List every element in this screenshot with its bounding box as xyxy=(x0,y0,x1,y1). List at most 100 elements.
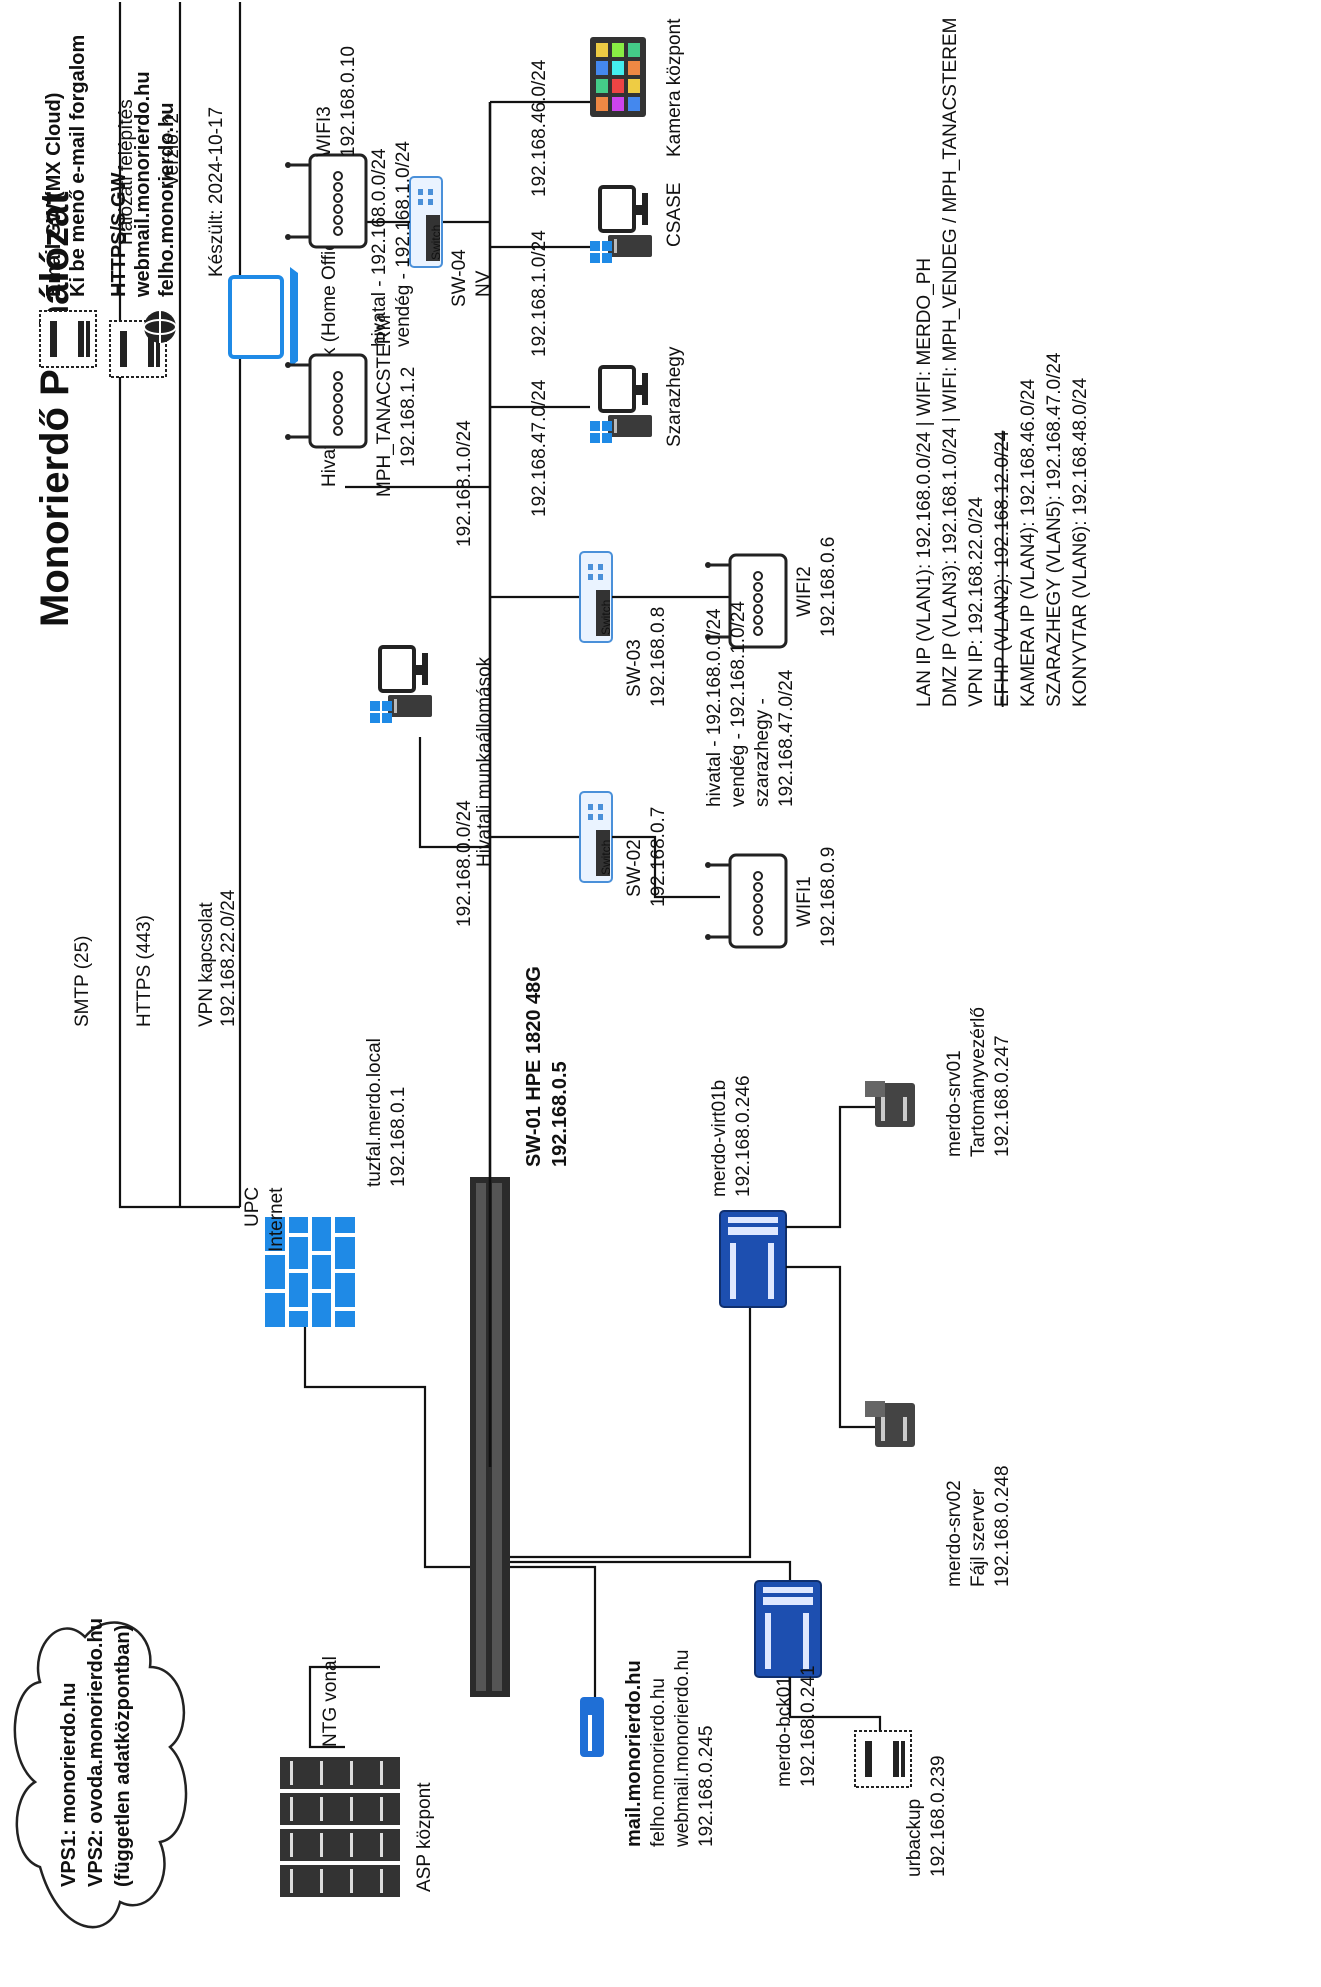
sw04-name: SW-04 xyxy=(449,249,470,307)
workstations-link xyxy=(418,737,490,849)
legend-line1: LAN IP (VLAN1): 192.168.0.0/24 | WIFI: M… xyxy=(914,258,935,707)
firewall-ip: 192.168.0.1 xyxy=(388,1087,409,1187)
subtitle: Hálózati felépítés xyxy=(116,99,137,245)
bus-subnet-1: 192.168.1.0/24 xyxy=(454,420,475,547)
smtp-label: SMTP (25) xyxy=(72,935,93,1027)
csase-name: CSASE xyxy=(664,183,685,247)
laptop-icon xyxy=(228,267,298,367)
wifi2-ip: 192.168.0.6 xyxy=(818,537,839,637)
szarazhegy-name: Szarazhegy xyxy=(664,346,685,447)
workstations-pc-icon xyxy=(368,645,434,725)
sw03-vlan4: 192.168.47.0/24 xyxy=(776,669,797,807)
virt-ip: 192.168.0.246 xyxy=(733,1075,754,1197)
kamera-net: 192.168.46.0/24 xyxy=(529,59,550,197)
sw03-vlan1: hivatal - 192.168.0.0/24 xyxy=(704,608,725,807)
camera-monitor-icon xyxy=(590,37,646,117)
srv02-name: merdo-srv02 xyxy=(944,1480,965,1587)
cloud-note: (független adatközpontban) xyxy=(112,1625,134,1887)
sw02-wifi1-link xyxy=(612,835,720,899)
mail-alias2: webmail.monorierdo.hu xyxy=(672,1650,693,1849)
urbackup-icon xyxy=(854,1730,912,1788)
cloud-shape xyxy=(13,1621,188,1929)
date-label: Készült: 2024-10-17 xyxy=(206,107,227,277)
wifi1-name: WIFI1 xyxy=(794,876,815,927)
upc-label: UPC xyxy=(242,1187,263,1227)
mph-access-point-icon xyxy=(283,353,368,449)
bck-link xyxy=(510,1560,792,1677)
ntg-label: NTG vonal xyxy=(320,1656,341,1747)
kamera-name: Kamera központ xyxy=(664,18,685,157)
srv02-ip: 192.168.0.248 xyxy=(992,1465,1013,1587)
legend-line6: SZARAZHEGY (VLAN5): 192.168.47.0/24 xyxy=(1044,352,1065,707)
email-gw-desc: Ki be menő e-mail forgalom xyxy=(67,35,89,297)
sw02-name: SW-02 xyxy=(624,839,645,897)
srv01-icon xyxy=(865,1081,915,1127)
sw04-badge: Switch xyxy=(429,225,443,260)
mail-server-icon xyxy=(580,1697,604,1757)
mph-ip: 192.168.1.2 xyxy=(398,367,419,467)
https-gw-title: HTTPS/S GW xyxy=(108,172,130,297)
legend-line5: KAMERA IP (VLAN4): 192.168.46.0/24 xyxy=(1018,378,1039,707)
srv01-link xyxy=(786,1105,875,1229)
ntg-link xyxy=(308,1665,380,1749)
sw04-sub: NV xyxy=(473,270,494,297)
asp-label: ASP központ xyxy=(414,1782,435,1892)
firewall-switch-link xyxy=(303,1327,470,1569)
wifi1-access-point-icon xyxy=(703,853,788,949)
srv01-role: Tartományvezérlő xyxy=(968,1007,989,1157)
srv02-icon xyxy=(865,1401,915,1447)
srv01-ip: 192.168.0.247 xyxy=(992,1035,1013,1157)
wifi2-name: WIFI2 xyxy=(794,566,815,617)
firewall-icon xyxy=(265,1217,355,1327)
version-label: Verzió: 2 xyxy=(162,113,183,187)
mail-ip: 192.168.0.245 xyxy=(696,1725,717,1847)
mail-name: mail.monorierdo.hu xyxy=(623,1660,645,1847)
bck-server-icon xyxy=(754,1580,822,1678)
wifi3-vlan2: vendég - 192.168.1.0/24 xyxy=(393,141,414,347)
wifi1-ip: 192.168.0.9 xyxy=(818,847,839,947)
email-gw-title: Email GW (MX Cloud) xyxy=(43,93,65,297)
cloud-vps1: VPS1: monorierdo.hu xyxy=(58,1683,80,1887)
page-title: Monorierdő PH hálózat xyxy=(33,191,77,627)
virt-link xyxy=(510,1307,752,1559)
wifi3-name: WIFI3 xyxy=(314,106,335,157)
core-switch-name: SW-01 HPE 1820 48G xyxy=(523,966,545,1167)
srv01-name: merdo-srv01 xyxy=(944,1050,965,1157)
legend-line4: EFHP (VLAN2): 192.168.12.0/24 xyxy=(992,430,1013,707)
upc-internet-label: Internet xyxy=(266,1187,287,1252)
sw02-ip: 192.168.0.7 xyxy=(648,807,669,907)
wifi3-access-point-icon xyxy=(283,153,368,249)
srv02-role: Fájl szerver xyxy=(968,1488,989,1587)
cloud-vps2: VPS2: ovoda.monorierdo.hu xyxy=(85,1618,107,1887)
legend-line7: KONYVTAR (VLAN6): 192.168.48.0/24 xyxy=(1070,377,1091,707)
bck-name: merdo-bck01 xyxy=(774,1676,795,1787)
srv02-link xyxy=(786,1265,875,1429)
wifi3-ip: 192.168.0.10 xyxy=(338,46,359,157)
https-gw-host2: felho.monorierdo.hu xyxy=(156,103,178,297)
firewall-name: tuzfal.merdo.local xyxy=(364,1038,385,1187)
szarazhegy-net: 192.168.47.0/24 xyxy=(529,379,550,517)
urbackup-name: urbackup xyxy=(904,1799,925,1877)
virt-server-icon xyxy=(719,1210,787,1308)
legend-line2: DMZ IP (VLAN3): 192.168.1.0/24 | WIFI: M… xyxy=(940,18,961,707)
core-switch-ip: 192.168.0.5 xyxy=(549,1061,571,1167)
csase-net: 192.168.1.0/24 xyxy=(529,230,550,357)
mail-alias1: felho.monorierdo.hu xyxy=(648,1678,669,1847)
virt-name: merdo-virt01b xyxy=(709,1080,730,1197)
mph-name: MPH_TANACSTERM xyxy=(374,315,395,497)
wifi3-vlan1: hivatal - 192.168.0.0/24 xyxy=(369,148,390,347)
bus-subnet-0: 192.168.0.0/24 xyxy=(454,800,475,927)
urbackup-ip: 192.168.0.239 xyxy=(928,1755,949,1877)
sw03-vlan2: vendég - 192.168.1.0/24 xyxy=(728,601,749,807)
legend-line3: VPN IP: 192.168.22.0/24 xyxy=(966,496,987,707)
sw03-ip: 192.168.0.8 xyxy=(648,607,669,707)
workstations-label: Hivatali munkaállomások xyxy=(474,656,495,867)
sw03-name: SW-03 xyxy=(624,639,645,697)
globe-icon xyxy=(143,311,177,343)
csase-pc-icon xyxy=(588,185,654,265)
vpn-subnet: 192.168.22.0/24 xyxy=(218,889,239,1027)
mail-link xyxy=(510,1565,597,1697)
